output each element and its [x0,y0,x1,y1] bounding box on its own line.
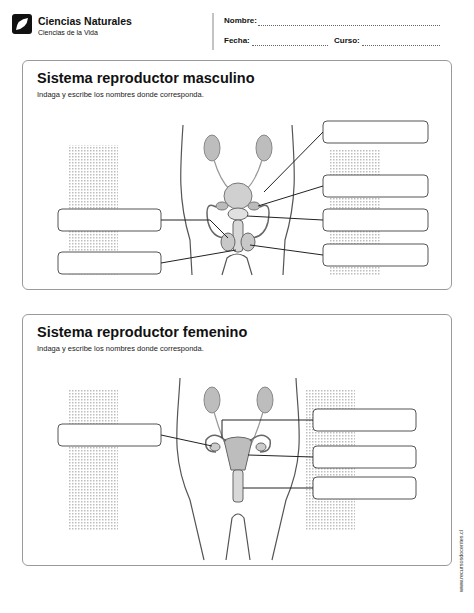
leader-line [264,132,323,192]
answer-box [313,446,416,468]
subject-title: Ciencias Naturales [38,15,132,27]
answer-box [323,175,428,197]
leaf-icon [16,18,28,30]
field-label: Curso: [334,36,360,45]
penis [233,220,243,252]
leader-line [248,455,313,457]
testis [221,233,235,251]
body-outline [177,378,204,560]
vas-deferens [250,205,269,238]
ureter [246,160,262,190]
answer-box [323,121,428,143]
kidney [204,387,220,413]
seminal-vesicle [216,202,228,210]
answer-box [313,477,416,499]
dotted-line [252,45,328,46]
body-outline [226,514,250,560]
answer-box [323,244,428,266]
leader-line [247,216,323,220]
answer-box [313,409,416,431]
leader-line [161,220,210,221]
field-label: Fecha: [224,36,250,45]
answer-box [58,209,161,231]
kidney [256,135,272,161]
leader-line [243,488,313,489]
dotted-line [258,25,440,26]
field-label: Nombre: [224,16,257,25]
answer-box [58,424,161,446]
logo-badge [12,14,32,34]
section-title: Sistema reproductor masculino [37,69,437,87]
body-outline [181,125,192,275]
leader-line [222,420,223,438]
vagina [233,470,243,502]
dotted-line [362,45,440,46]
ovary [256,443,266,451]
ovary [210,443,220,451]
kidney [257,387,273,413]
subject-subtitle: Ciencias de la Vida [38,29,98,36]
answer-box [58,252,161,274]
leader-line [250,245,323,255]
uterus [224,437,252,470]
header-separator [213,13,214,50]
leader-line [161,435,212,446]
dotted-panel [68,390,118,530]
instruction-text: Indaga y escribe los nombres donde corre… [37,344,437,354]
body-outline [222,254,252,275]
leader-line [222,420,313,421]
answer-box [323,209,428,231]
body-outline [283,125,294,275]
testis [241,233,255,251]
prostate [228,208,248,220]
watermark: www.recursosdocentes.cl [458,530,464,592]
section-title: Sistema reproductor femenino [37,323,437,341]
body-outline [272,378,299,560]
kidney [204,135,220,161]
fallopian-tube [206,435,226,452]
ureter [214,160,230,190]
fallopian-tube [250,435,270,452]
leader-line [161,250,236,263]
leader-line [258,186,323,206]
instruction-text: Indaga y escribe los nombres donde corre… [37,90,437,100]
leader-line [210,220,228,238]
